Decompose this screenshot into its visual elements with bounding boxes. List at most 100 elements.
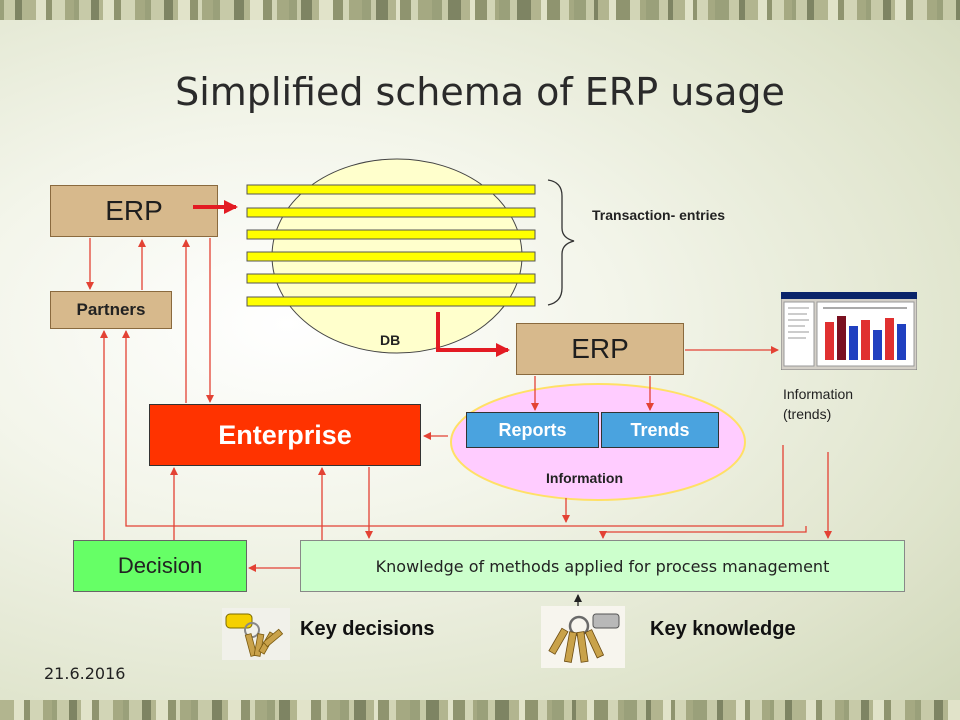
decision-box: Decision [73,540,247,592]
stripe-segment [255,700,267,720]
stripe-segment [844,0,857,20]
stripe-segment [92,700,99,720]
stripe-segment [241,700,250,720]
information-label: Information [546,470,623,486]
stripe-segment [671,700,675,720]
stripe-segment [646,700,651,720]
stripe-segment [943,0,956,20]
stripe-segment [519,700,525,720]
stripe-segment [796,0,807,20]
stripe-segment [495,0,499,20]
stripe-segment [277,0,289,20]
stripe-segment [488,700,495,720]
stripe-segment [142,700,151,720]
stripe-segment [43,700,52,720]
stripe-segment [343,0,349,20]
stripe-segment [857,0,866,20]
stripe-segment [400,0,411,20]
stripe-segment [378,700,389,720]
stripe-segment [531,0,541,20]
stripe-segment [123,700,129,720]
stripe-segment [36,0,46,20]
stripe-segment [168,700,176,720]
stripe-segment [547,700,552,720]
stripe-segment [772,0,784,20]
stripe-segment [630,0,640,20]
slide-title: Simplified schema of ERP usage [175,70,785,114]
stripe-segment [717,700,723,720]
stripe-segment [234,0,244,20]
stripe-segment [525,700,538,720]
stripe-segment [198,700,212,720]
stripe-segment [57,700,69,720]
stripe-segment [319,0,333,20]
stripe-segment [297,0,301,20]
stripe-segment [213,0,220,20]
stripe-segment [46,0,52,20]
key-decisions-label: Key decisions [300,618,435,640]
stripe-segment [212,700,222,720]
stripe-segment [517,0,531,20]
stripe-segment [869,700,873,720]
stripe-segment [151,0,164,20]
stripe-segment [371,0,376,20]
stripe-segment [176,700,180,720]
stripe-segment [410,700,420,720]
stripe-segment [637,700,646,720]
db-label: DB [380,332,401,348]
stripe-segment [608,700,618,720]
stripe-segment [411,0,418,20]
stripe-segment [510,0,517,20]
stripe-segment [686,700,693,720]
stripe-segment [509,700,519,720]
stripe-segment [861,700,869,720]
stripe-segment [895,0,906,20]
stripe-segment [913,0,927,20]
stripe-segment [927,0,937,20]
stripe-segment [52,700,57,720]
stripe-segment [844,700,849,720]
stripe-segment [785,700,792,720]
stripe-segment [594,700,608,720]
stripe-segment [135,0,145,20]
stripe-segment [792,700,806,720]
stripe-segment [659,0,668,20]
stripe-segment [151,700,156,720]
stripe-segment [663,700,671,720]
stripe-segment [290,700,297,720]
stripe-segment [228,700,241,720]
stripe-segment [673,0,685,20]
erp-box-top: ERP [50,185,218,237]
stripe-segment [376,0,388,20]
stripe-segment [685,0,693,20]
stripe-segment [0,0,4,20]
stripe-segment [499,0,510,20]
information-trends-label: Information (trends) [783,384,853,424]
stripe-segment [564,700,572,720]
stripe-segment [816,700,822,720]
stripe-segment [762,700,770,720]
stripe-segment [891,700,905,720]
stripe-segment [470,0,475,20]
stripe-segment [715,0,729,20]
stripe-segment [624,700,637,720]
stripe-segment [547,0,560,20]
stripe-segment [934,700,943,720]
stripe-segment [113,700,123,720]
stripe-segment [560,0,569,20]
stripe-segment [439,700,448,720]
stripe-segment [587,700,594,720]
stripe-segment [448,700,453,720]
stripe-segment [495,700,509,720]
stripe-segment [145,0,151,20]
stripe-segment [487,0,495,20]
stripe-segment [191,700,198,720]
stripe-segment [572,700,576,720]
stripe-segment [594,0,598,20]
stripe-segment [321,700,327,720]
stripe-segment [198,0,202,20]
enterprise-box: Enterprise [149,404,421,466]
stripe-segment [943,700,948,720]
stripe-segment [770,700,774,720]
stripe-segment [311,700,321,720]
